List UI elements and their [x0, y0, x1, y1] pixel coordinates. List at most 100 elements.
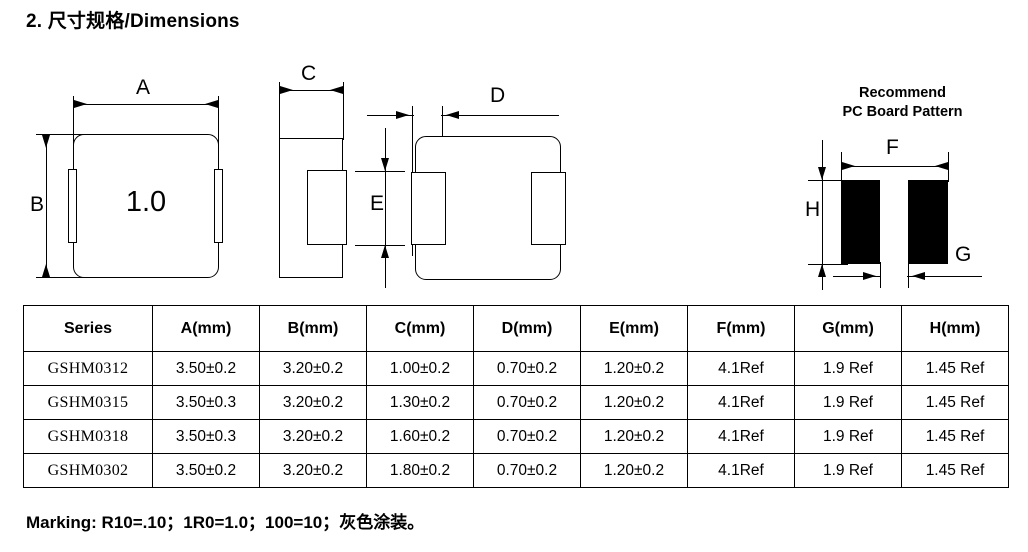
cell-g: 1.9 Ref	[794, 351, 902, 386]
dim-a-arrow-left-icon	[74, 100, 87, 108]
table-row: GSHM0315 3.50±0.3 3.20±0.2 1.30±0.2 0.70…	[23, 385, 1009, 420]
dim-h-arrow-bottom-icon	[818, 264, 826, 277]
cell-c: 1.80±0.2	[366, 453, 474, 488]
cell-g: 1.9 Ref	[794, 453, 902, 488]
dim-b-arrow-bottom-icon	[42, 264, 50, 277]
dim-h-label: H	[805, 198, 821, 221]
dim-f-label: F	[886, 136, 899, 159]
dim-e-ext-bottom	[355, 245, 405, 246]
electrode-left	[68, 169, 77, 243]
cell-g: 1.9 Ref	[794, 419, 902, 454]
dim-h-line	[822, 140, 823, 290]
dim-f-arrow-left-icon	[842, 162, 855, 170]
dim-d-ext-right	[442, 106, 443, 156]
dim-d-arrow-left-icon	[396, 111, 409, 119]
cell-h: 1.45 Ref	[901, 419, 1009, 454]
dim-e-ext-top	[355, 171, 405, 172]
cell-c: 1.60±0.2	[366, 419, 474, 454]
table-row: GSHM0302 3.50±0.2 3.20±0.2 1.80±0.2 0.70…	[23, 453, 1009, 488]
dim-b-label: B	[30, 193, 45, 216]
cell-b: 3.20±0.2	[259, 351, 367, 386]
cell-b: 3.20±0.2	[259, 453, 367, 488]
dim-h-arrow-top-icon	[818, 167, 826, 180]
cell-d: 0.70±0.2	[473, 453, 581, 488]
table-header-h: H(mm)	[901, 305, 1009, 352]
bottom-pad-right	[531, 172, 566, 245]
cell-c: 1.00±0.2	[366, 351, 474, 386]
cell-f: 4.1Ref	[687, 419, 795, 454]
dim-g-ext-right	[908, 262, 909, 288]
cell-d: 0.70±0.2	[473, 385, 581, 420]
dim-d-line-right	[441, 115, 559, 116]
cell-g: 1.9 Ref	[794, 385, 902, 420]
table-header-e: E(mm)	[580, 305, 688, 352]
dim-b-arrow-top-icon	[42, 135, 50, 148]
table-header-b: B(mm)	[259, 305, 367, 352]
bottom-pad-left	[411, 172, 446, 245]
dim-b-ext-bottom	[36, 277, 86, 278]
dim-a-ext-left	[73, 96, 74, 156]
cell-series: GSHM0315	[23, 385, 153, 420]
cell-a: 3.50±0.2	[152, 453, 260, 488]
table-header-a: A(mm)	[152, 305, 260, 352]
dim-g-arrow-right-icon	[912, 272, 925, 280]
dim-e-line	[385, 128, 386, 288]
dim-c-arrow-left-icon	[280, 86, 293, 94]
dim-g-label: G	[955, 243, 972, 266]
dim-e-arrow-bottom-icon	[381, 245, 389, 258]
cell-series: GSHM0302	[23, 453, 153, 488]
marking-note: Marking: R10=.10；1R0=1.0；100=10；灰色涂装。	[26, 513, 425, 532]
dim-g-line-left	[833, 276, 881, 277]
cell-b: 3.20±0.2	[259, 385, 367, 420]
marking-value: 1.0	[125, 186, 167, 218]
cell-d: 0.70±0.2	[473, 351, 581, 386]
cell-series: GSHM0318	[23, 419, 153, 454]
table-header-f: F(mm)	[687, 305, 795, 352]
table-header-row: Series A(mm) B(mm) C(mm) D(mm) E(mm) F(m…	[23, 305, 1009, 352]
cell-b: 3.20±0.2	[259, 419, 367, 454]
electrode-side	[307, 170, 347, 245]
dim-a-label: A	[136, 76, 151, 99]
table-row: GSHM0318 3.50±0.3 3.20±0.2 1.60±0.2 0.70…	[23, 419, 1009, 454]
cell-e: 1.20±0.2	[580, 453, 688, 488]
cell-d: 0.70±0.2	[473, 419, 581, 454]
cell-a: 3.50±0.2	[152, 351, 260, 386]
cell-e: 1.20±0.2	[580, 419, 688, 454]
cell-c: 1.30±0.2	[366, 385, 474, 420]
dim-c-ext-left	[279, 82, 280, 140]
pcb-heading-line2: PC Board Pattern	[842, 104, 963, 120]
dim-f-ext-left	[841, 152, 842, 182]
cell-e: 1.20±0.2	[580, 385, 688, 420]
cell-a: 3.50±0.3	[152, 385, 260, 420]
table-row: GSHM0312 3.50±0.2 3.20±0.2 1.00±0.2 0.70…	[23, 351, 1009, 386]
dim-g-ext-left	[880, 262, 881, 288]
dim-g-arrow-left-icon	[863, 272, 876, 280]
cell-e: 1.20±0.2	[580, 351, 688, 386]
pcb-heading-line1: Recommend	[858, 85, 947, 101]
cell-h: 1.45 Ref	[901, 453, 1009, 488]
dim-a-line	[73, 104, 219, 105]
pcb-pad-right	[908, 180, 948, 264]
electrode-right	[214, 169, 223, 243]
dim-b-ext-top	[36, 134, 86, 135]
dim-c-ext-right	[343, 82, 344, 140]
pcb-pad-left	[841, 180, 880, 264]
table-header-c: C(mm)	[366, 305, 474, 352]
dim-c-label: C	[301, 62, 317, 85]
dim-h-ext-top	[808, 180, 848, 181]
dim-d-line-left	[367, 115, 414, 116]
dim-a-arrow-right-icon	[205, 100, 218, 108]
dim-a-ext-right	[218, 96, 219, 156]
dim-f-line	[841, 166, 949, 167]
dim-c-line	[279, 90, 344, 91]
dim-g-line-right	[907, 276, 982, 277]
dim-d-arrow-right-icon	[446, 111, 459, 119]
cell-h: 1.45 Ref	[901, 385, 1009, 420]
cell-h: 1.45 Ref	[901, 351, 1009, 386]
cell-f: 4.1Ref	[687, 351, 795, 386]
pcb-pattern-heading: Recommend PC Board Pattern	[800, 84, 1005, 122]
table-header-d: D(mm)	[473, 305, 581, 352]
table-header-series: Series	[23, 305, 153, 352]
dim-e-label: E	[370, 192, 385, 215]
dim-f-arrow-right-icon	[935, 162, 948, 170]
